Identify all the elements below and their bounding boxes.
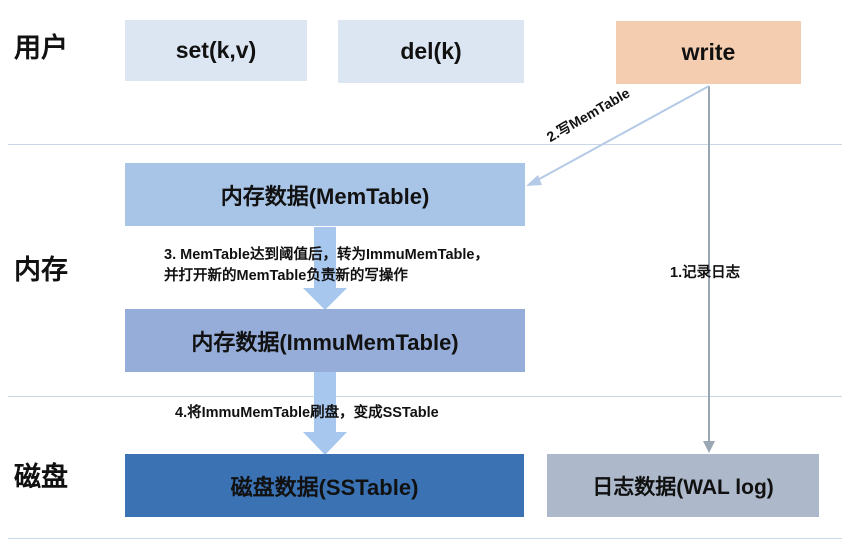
sstable-box: 磁盘数据(SSTable)	[125, 454, 524, 517]
write-to-memtable-arrowhead	[526, 175, 542, 186]
memtable-box: 内存数据(MemTable)	[125, 163, 525, 226]
step3-line2: 并打开新的MemTable负责新的写操作	[164, 268, 408, 284]
layer-label-user: 用户	[14, 33, 68, 63]
write-to-wal-arrowhead	[703, 441, 715, 453]
write-op-box: write	[616, 21, 801, 84]
immu-to-sstable-arrow	[303, 372, 347, 455]
separator-bottom	[8, 538, 842, 539]
step4-label: 4.将ImmuMemTable刷盘，变成SSTable	[175, 405, 439, 421]
write-to-memtable-line	[531, 85, 710, 184]
separator-memory-disk	[8, 396, 842, 397]
set-op-box: set(k,v)	[125, 20, 307, 81]
step1-label: 1.记录日志	[670, 265, 741, 281]
separator-user-memory	[8, 144, 842, 145]
step3-line1: 3. MemTable达到阈值后，转为ImmuMemTable，	[164, 247, 489, 263]
immumemtable-box: 内存数据(ImmuMemTable)	[125, 309, 525, 372]
memtable-to-immu-arrow	[303, 227, 347, 310]
layer-label-memory: 内存	[14, 255, 68, 285]
layer-label-disk: 磁盘	[14, 462, 68, 492]
del-op-box: del(k)	[338, 20, 524, 83]
wal-box: 日志数据(WAL log)	[547, 454, 819, 517]
